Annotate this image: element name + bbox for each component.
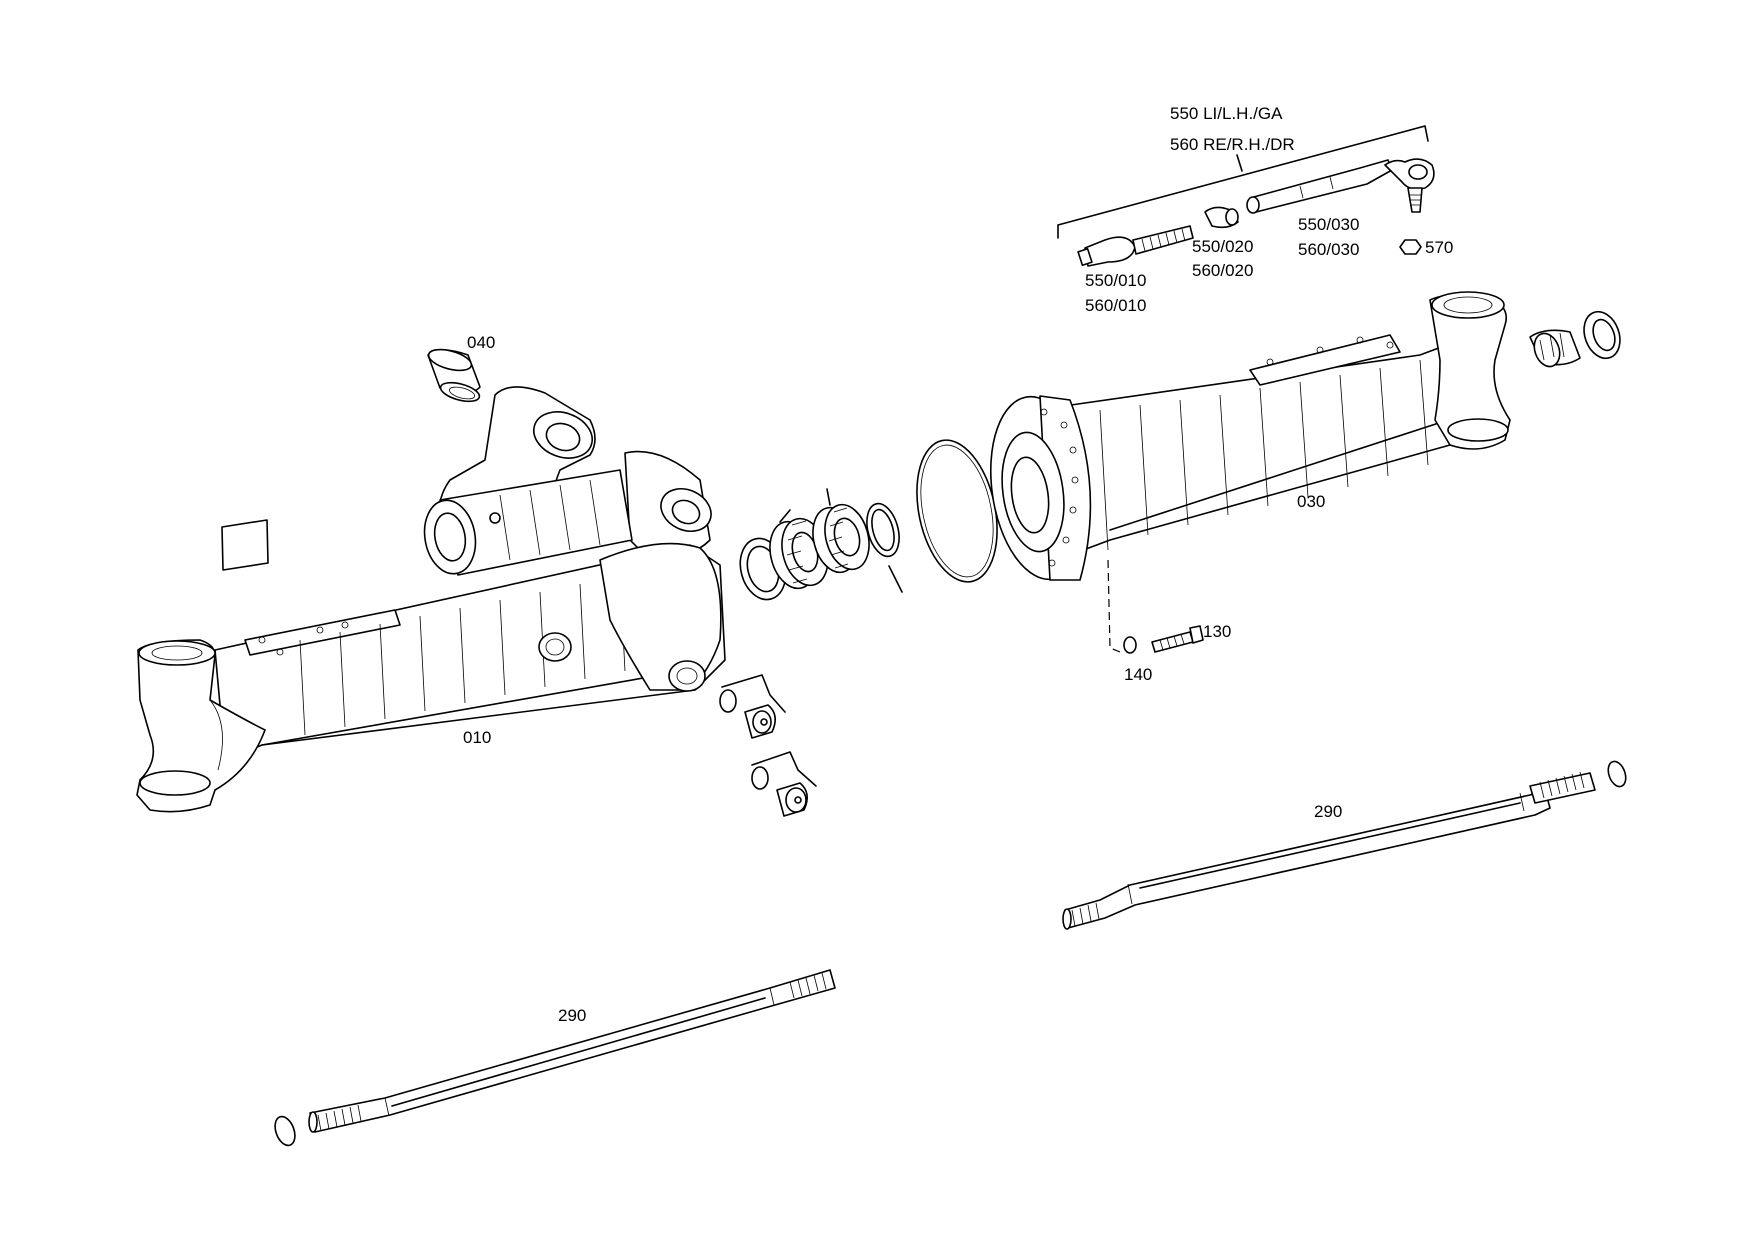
- inner-tie-rod: [1077, 225, 1194, 267]
- screw-and-washer: 130 140: [1107, 559, 1231, 684]
- label-030: 030: [1297, 492, 1325, 511]
- axle-housing-010: 010: [136, 386, 726, 813]
- label-130: 130: [1203, 622, 1231, 641]
- right-bushing: [1529, 329, 1581, 368]
- snap-ring-left: [274, 1115, 296, 1147]
- drain-plug-upper: [719, 674, 786, 739]
- tie-rod-clamp: [1204, 206, 1239, 229]
- label-560-030: 560/030: [1298, 240, 1359, 259]
- snap-ring-right: [1607, 760, 1627, 788]
- label-560-020: 560/020: [1192, 261, 1253, 280]
- castle-nut: [1399, 239, 1422, 255]
- axle-housing-030: 030: [989, 291, 1511, 581]
- drain-plug-lower: [751, 751, 817, 817]
- bushing-040: 040: [427, 333, 495, 403]
- washer-140: [1123, 636, 1137, 654]
- right-seal: [1583, 310, 1621, 360]
- axle-shaft-right: 290: [1062, 760, 1627, 930]
- label-040: 040: [467, 333, 495, 352]
- label-560-010: 560/010: [1085, 296, 1146, 315]
- label-550-020: 550/020: [1192, 237, 1253, 256]
- label-140: 140: [1124, 665, 1152, 684]
- label-group-550: 550 LI/L.H./GA: [1170, 104, 1283, 123]
- axle-shaft-left: 290: [274, 969, 836, 1147]
- screw-130: [1151, 631, 1194, 653]
- group-bracket-tick: [1236, 154, 1243, 172]
- center-bearing-set: [739, 439, 998, 601]
- tie-rod-assembly: 550 LI/L.H./GA 560 RE/R.H./DR: [1057, 104, 1453, 315]
- label-290-left: 290: [558, 1006, 586, 1025]
- shim-plate: [221, 519, 269, 571]
- label-550-030: 550/030: [1298, 215, 1359, 234]
- label-010: 010: [463, 728, 491, 747]
- label-570: 570: [1425, 238, 1453, 257]
- group-bracket: [1057, 125, 1429, 239]
- outer-tie-rod: [1246, 158, 1435, 214]
- label-550-010: 550/010: [1085, 271, 1146, 290]
- label-group-560: 560 RE/R.H./DR: [1170, 135, 1295, 154]
- label-290-right: 290: [1314, 802, 1342, 821]
